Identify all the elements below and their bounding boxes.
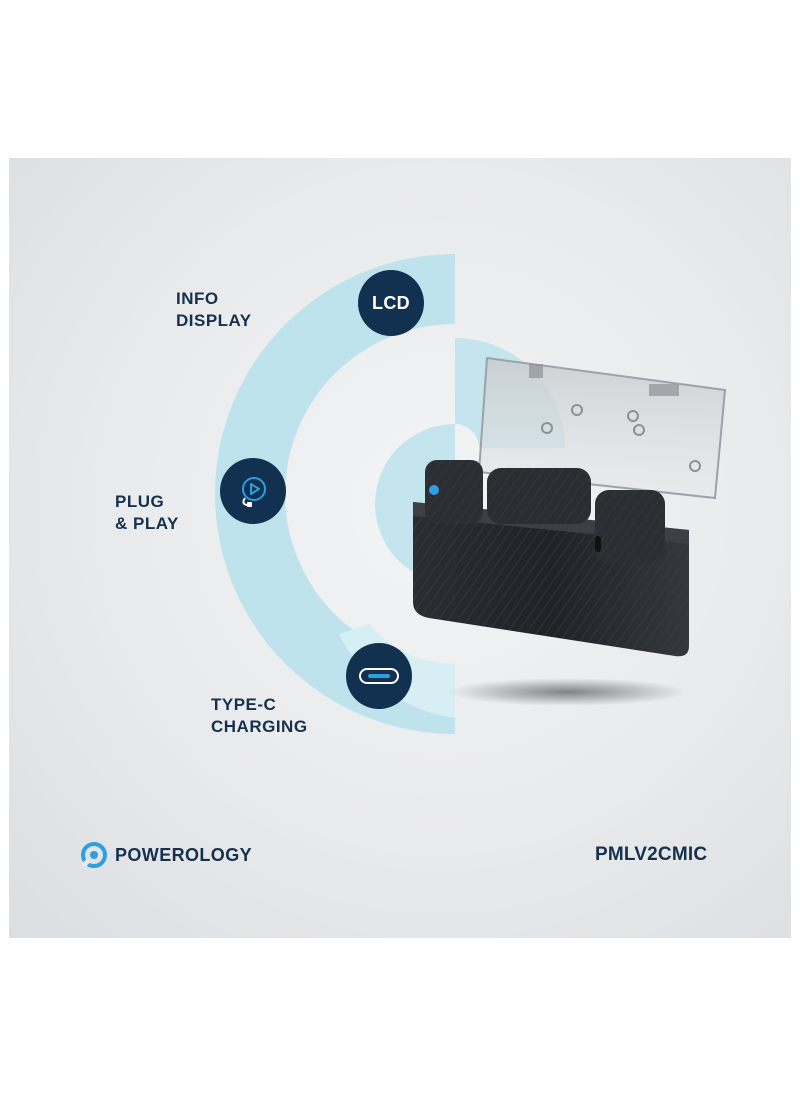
brand-logo: POWEROLOGY [81, 842, 252, 868]
type-c-badge [346, 643, 412, 709]
usb-c-port-icon [359, 668, 399, 684]
transmitter-right [595, 490, 665, 562]
product-panel: INFO DISPLAY PLUG & PLAY TYPE-C CHARGING… [9, 158, 791, 938]
feature-label-type-c-charging: TYPE-C CHARGING [211, 695, 308, 736]
case-lid [477, 356, 727, 500]
feature-label-info-display: INFO DISPLAY [176, 289, 252, 330]
case-shadow [447, 678, 687, 706]
plug-and-play-icon [242, 477, 266, 507]
lcd-badge-text: LCD [372, 292, 410, 313]
receiver-center [487, 468, 591, 524]
brand-name: POWEROLOGY [115, 844, 253, 865]
model-number: PMLV2CMIC [595, 844, 708, 865]
powerology-logo-icon [81, 842, 107, 868]
feature-label-plug-and-play: PLUG & PLAY [115, 492, 179, 533]
plug-and-play-badge [220, 458, 286, 524]
product-artwork [215, 254, 727, 734]
transmitter-left [425, 460, 483, 524]
lcd-badge: LCD [358, 270, 424, 336]
